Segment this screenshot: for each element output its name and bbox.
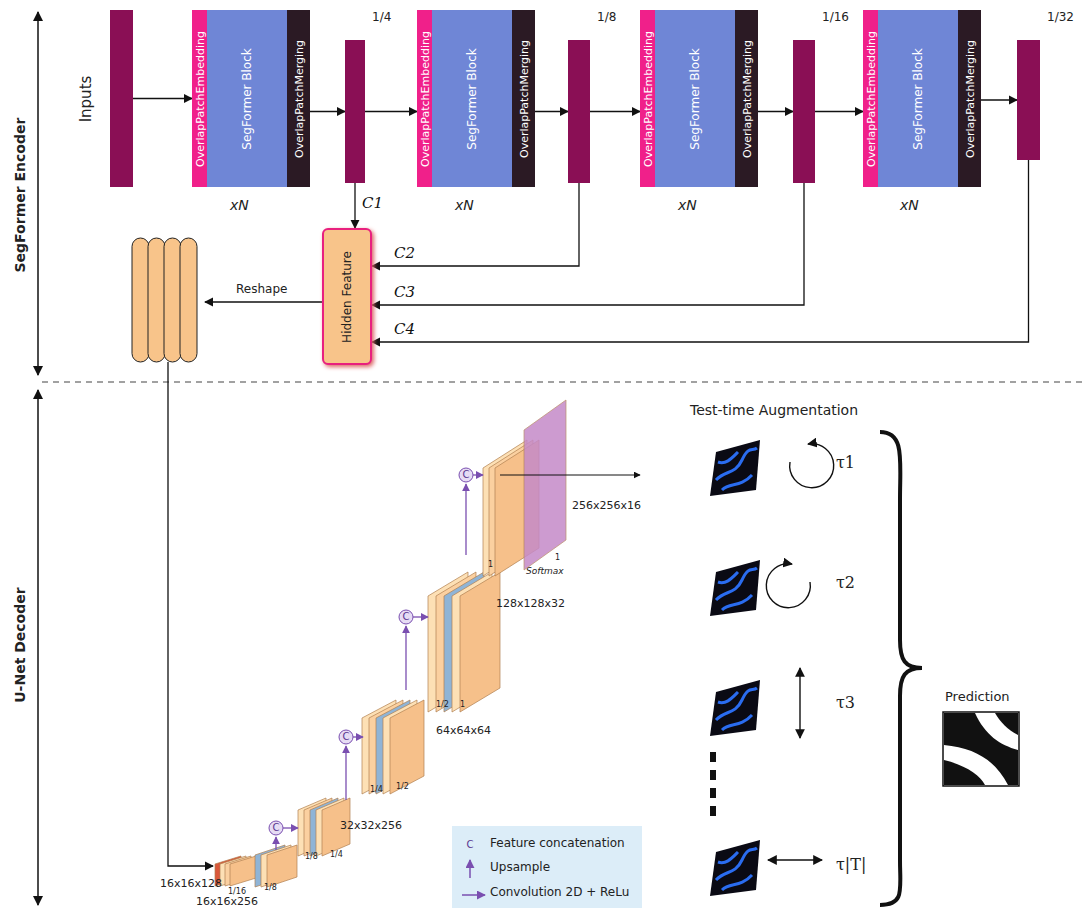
connector xyxy=(133,98,192,99)
text-label: τ2 xyxy=(836,574,855,592)
text-label: 16x16x256 xyxy=(196,896,258,909)
node-text: 1/16 xyxy=(822,10,849,24)
text-label: Prediction xyxy=(945,690,1010,705)
connector xyxy=(815,111,863,112)
layer-bar: OverlapPatchEmbedding xyxy=(640,10,655,187)
layer-bar: SegFormer Block xyxy=(207,10,287,187)
node-text: OverlapPatchEmbedding xyxy=(418,31,431,167)
layer-bar: OverlapPatchMerging xyxy=(735,10,758,187)
text-label: Test-time Augmentation xyxy=(690,402,858,418)
node-text: 1/8 xyxy=(597,10,616,24)
text-label: τ|T| xyxy=(836,856,866,874)
layer-bar: OverlapPatchMerging xyxy=(512,10,535,187)
text-label: xN xyxy=(678,197,697,213)
feature-map-bar: 1/4 xyxy=(345,40,365,183)
text-label: τ3 xyxy=(836,694,855,712)
feature-map-bar: Inputs xyxy=(110,10,133,187)
layer-bar: SegFormer Block xyxy=(432,10,512,187)
connector xyxy=(372,183,804,305)
legend-text: Upsample xyxy=(490,861,550,875)
node-text: SegFormer Block xyxy=(911,48,925,149)
text-label: U-Net Decoder xyxy=(12,587,28,702)
node-text: OverlapPatchMerging xyxy=(740,39,753,157)
legend-text: Convolution 2D + ReLu xyxy=(490,886,629,900)
edge-label: C1 xyxy=(360,194,385,212)
text-label: 1/2 xyxy=(436,700,449,709)
text-label: Softmax xyxy=(526,566,564,576)
node-text: Hidden Feature xyxy=(340,251,354,343)
feature-box: Hidden Feature xyxy=(322,228,372,365)
node-text: 1/32 xyxy=(1047,10,1074,24)
connector xyxy=(354,183,355,228)
text-label: 1/8 xyxy=(264,883,277,892)
node-text: 1/4 xyxy=(372,10,391,24)
concat-symbol: C xyxy=(273,822,280,834)
node-text: SegFormer Block xyxy=(465,48,479,149)
text-label: 64x64x64 xyxy=(436,725,491,738)
node-text: OverlapPatchEmbedding xyxy=(864,31,877,167)
text-label: 16x16x128 xyxy=(160,878,222,891)
text-label: xN xyxy=(455,197,474,213)
text-label: xN xyxy=(230,197,249,213)
node-text: OverlapPatchMerging xyxy=(963,39,976,157)
connector xyxy=(981,99,1017,100)
feature-map-bar: 1/8 xyxy=(568,40,590,183)
text-label: 1/8 xyxy=(305,852,318,861)
text-label: 1 xyxy=(460,700,465,709)
layer-bar: SegFormer Block xyxy=(878,10,958,187)
text-label: 1 xyxy=(488,560,493,569)
feature-map-bar: 1/16 xyxy=(793,40,815,183)
layer-bar: OverlapPatchEmbedding xyxy=(192,10,207,187)
concat-symbol: C xyxy=(467,839,474,851)
concat-symbol: C xyxy=(343,731,350,743)
connector xyxy=(372,183,579,266)
layer-bar: OverlapPatchMerging xyxy=(287,10,310,187)
connector xyxy=(372,160,1029,342)
legend-text: Feature concatenation xyxy=(490,837,625,851)
edge-label: C4 xyxy=(392,320,417,338)
connector xyxy=(310,111,345,112)
edge-label: C2 xyxy=(392,244,417,262)
layer-bar: SegFormer Block xyxy=(655,10,735,187)
text-label: SegFormer Encoder xyxy=(12,118,28,273)
connector xyxy=(758,111,793,112)
text-label: 1/2 xyxy=(396,782,409,791)
connector xyxy=(590,111,640,112)
text-label: 1/4 xyxy=(330,850,343,859)
concat-symbol: C xyxy=(403,611,410,623)
text-label: xN xyxy=(900,197,919,213)
text-label: Reshape xyxy=(236,283,287,297)
text-label: 1 xyxy=(555,553,560,562)
text-label: 256x256x16 xyxy=(572,500,641,513)
connector xyxy=(365,111,417,112)
text-label: 32x32x256 xyxy=(340,820,402,833)
text-label: 1/16 xyxy=(228,887,246,896)
text-label: 128x128x32 xyxy=(496,598,565,611)
text-label: 1/4 xyxy=(370,785,383,794)
node-text: OverlapPatchEmbedding xyxy=(641,31,654,167)
feature-map-bar: 1/32 xyxy=(1017,40,1040,160)
layer-bar: OverlapPatchMerging xyxy=(958,10,981,187)
node-text: Inputs xyxy=(77,75,95,122)
layer-bar: OverlapPatchEmbedding xyxy=(863,10,878,187)
layer-bar: OverlapPatchEmbedding xyxy=(417,10,432,187)
node-text: OverlapPatchMerging xyxy=(517,39,530,157)
node-text: OverlapPatchMerging xyxy=(292,39,305,157)
concat-symbol: C xyxy=(463,469,470,481)
node-text: OverlapPatchEmbedding xyxy=(193,31,206,167)
connector xyxy=(535,111,568,112)
node-text: SegFormer Block xyxy=(688,48,702,149)
text-label: τ1 xyxy=(836,454,855,472)
edge-label: C3 xyxy=(392,283,417,301)
node-text: SegFormer Block xyxy=(240,48,254,149)
